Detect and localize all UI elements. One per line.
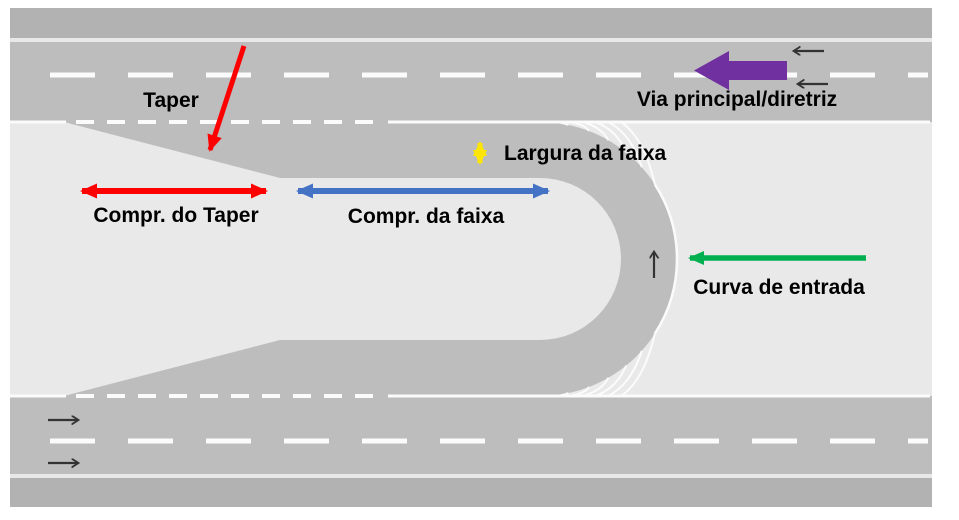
bottom-roadway [10, 396, 932, 474]
top-shoulder [10, 8, 932, 38]
u-turn-lane [64, 122, 677, 396]
top-edge-line [10, 38, 932, 42]
main-road-label: Via principal/diretriz [637, 88, 837, 111]
lane-length-label: Compr. da faixa [348, 205, 505, 228]
taper-pointer-arrow [207, 45, 247, 152]
bottom-shoulder [10, 478, 932, 507]
gore-marking-top [555, 121, 656, 185]
main-road-direction-arrow [694, 51, 787, 90]
taper-label: Taper [143, 89, 199, 112]
lane-width-label: Largura da faixa [504, 142, 667, 165]
taper-length-label: Compr. do Taper [93, 204, 258, 227]
entry-curve-label: Curva de entrada [693, 276, 865, 299]
gore-marking-bottom [555, 333, 656, 397]
top-roadway [10, 42, 932, 122]
bottom-edge-line [10, 474, 932, 478]
curve-edge-line [653, 183, 679, 335]
